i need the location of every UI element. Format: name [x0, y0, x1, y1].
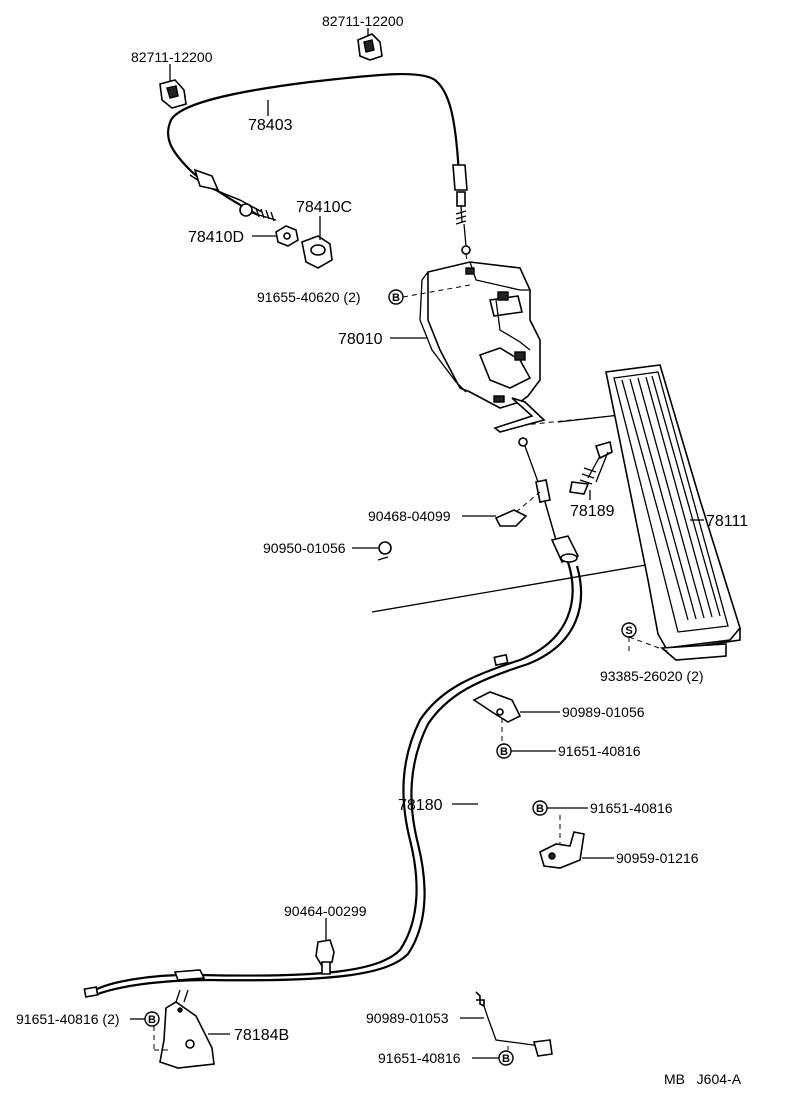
- cable-end-fitting: [239, 203, 277, 222]
- label-clamp-1: 90989-01056: [562, 704, 645, 720]
- label-nut-d: 78410D: [188, 229, 244, 246]
- stopper-icon: [569, 440, 613, 495]
- cable-upper-end: [452, 164, 471, 269]
- svg-text:B: B: [502, 1053, 510, 1065]
- label-bolt-3: 91651-40816: [378, 1050, 461, 1066]
- bolt-4-badge-icon: B: [144, 1011, 160, 1027]
- svg-text:B: B: [536, 803, 544, 815]
- clamp-3-icon: [315, 939, 335, 975]
- upper-cable: [166, 72, 471, 269]
- clip-left-icon: [159, 79, 187, 109]
- pedal-icon: [605, 364, 741, 661]
- bolt-1-badge-icon: B: [496, 743, 512, 759]
- label-clamp-4: 90989-01053: [366, 1010, 449, 1026]
- nut-d-icon: [275, 225, 299, 247]
- bracket-78010-icon: [419, 261, 546, 433]
- screw-badge-icon: S: [621, 622, 637, 638]
- label-clip-top: 82711-12200: [322, 13, 404, 29]
- bolt-badge-icon: B: [388, 289, 404, 305]
- label-clamp-3: 90464-00299: [284, 903, 367, 919]
- svg-text:B: B: [392, 292, 400, 304]
- figure-code: MB J604-A: [664, 1071, 742, 1087]
- clamp-2-icon: [539, 831, 585, 869]
- label-nut-c: 78410C: [296, 199, 352, 216]
- svg-text:S: S: [625, 625, 632, 637]
- bracket-b-icon: [159, 989, 215, 1069]
- label-clamp-2: 90959-01216: [616, 850, 699, 866]
- clip-top-icon: [357, 33, 383, 61]
- clip-b-icon: [494, 509, 528, 527]
- clamp-1-icon: [472, 691, 522, 723]
- svg-text:B: B: [500, 746, 508, 758]
- bolt-2-badge-icon: B: [532, 800, 548, 816]
- label-pedal: 78111: [706, 513, 748, 530]
- clamp-4-icon: [475, 991, 553, 1057]
- nut-c-icon: [301, 235, 333, 269]
- bolt-3-badge-icon: B: [498, 1050, 514, 1066]
- label-clip-b: 90468-04099: [368, 508, 451, 524]
- label-stopper: 78189: [570, 503, 615, 520]
- label-cable-lower: 78180: [398, 797, 443, 814]
- label-bracket-b: 78184B: [234, 1027, 289, 1044]
- label-bolt-bracket: 91655-40620 (2): [257, 289, 361, 305]
- label-clip-left: 82711-12200: [131, 49, 213, 65]
- svg-text:B: B: [148, 1014, 156, 1026]
- label-bracket: 78010: [338, 331, 383, 348]
- label-cable-upper: 78403: [248, 117, 293, 134]
- label-screw: 93385-26020 (2): [600, 668, 704, 684]
- label-grommet: 90950-01056: [263, 540, 346, 556]
- label-bolt-2: 91651-40816: [590, 800, 673, 816]
- lower-cable: [83, 437, 583, 998]
- label-bolt-4: 91651-40816 (2): [16, 1011, 120, 1027]
- grommet-icon: [377, 541, 392, 561]
- label-bolt-1: 91651-40816: [558, 743, 641, 759]
